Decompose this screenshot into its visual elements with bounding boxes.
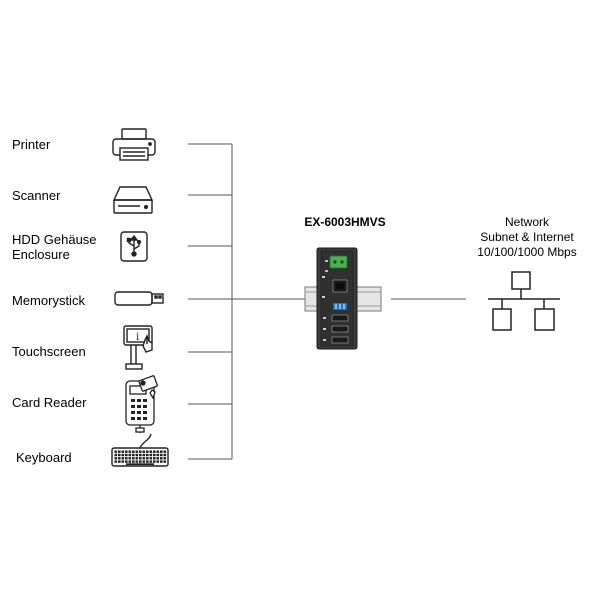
network-line-2: Subnet & Internet bbox=[480, 230, 574, 244]
device-label-scanner: Scanner bbox=[12, 188, 61, 203]
device-label-hdd-line1: HDD Gehäuse bbox=[12, 232, 97, 247]
device-label-hdd-line2: Enclosure bbox=[12, 247, 70, 262]
usb-drive-icon bbox=[120, 231, 148, 262]
hub-model-title: EX-6003HMVS bbox=[304, 215, 386, 229]
usb-stick-icon bbox=[114, 291, 164, 306]
hub-usb-port-1[interactable] bbox=[331, 314, 349, 322]
device-label-memorystick: Memorystick bbox=[12, 293, 85, 308]
device-label-touchscreen: Touchscreen bbox=[12, 344, 86, 359]
keyboard-icon bbox=[111, 433, 169, 467]
network-line-1: Network bbox=[504, 215, 549, 229]
device-label-card-reader: Card Reader bbox=[12, 395, 87, 410]
connector-lines bbox=[188, 143, 466, 460]
network-topology-icon bbox=[488, 271, 560, 331]
network-line-3: 10/100/1000 Mbps bbox=[477, 245, 577, 259]
device-label-hdd-enclosure: HDD Gehäuse Enclosure bbox=[12, 232, 112, 262]
hub-device bbox=[304, 247, 382, 350]
device-label-keyboard: Keyboard bbox=[16, 450, 72, 465]
device-label-printer: Printer bbox=[12, 137, 51, 152]
hub-usb-port-2[interactable] bbox=[331, 325, 349, 333]
card-reader-icon bbox=[125, 375, 158, 433]
network-description: Network Subnet & Internet 10/100/1000 Mb… bbox=[452, 215, 600, 260]
touchscreen-kiosk-icon: i bbox=[123, 325, 153, 370]
hub-usb-port-3[interactable] bbox=[331, 336, 349, 344]
scanner-icon bbox=[112, 186, 154, 214]
printer-icon bbox=[112, 128, 156, 161]
svg-text:i: i bbox=[136, 332, 139, 343]
hub-power-terminal bbox=[329, 255, 348, 269]
